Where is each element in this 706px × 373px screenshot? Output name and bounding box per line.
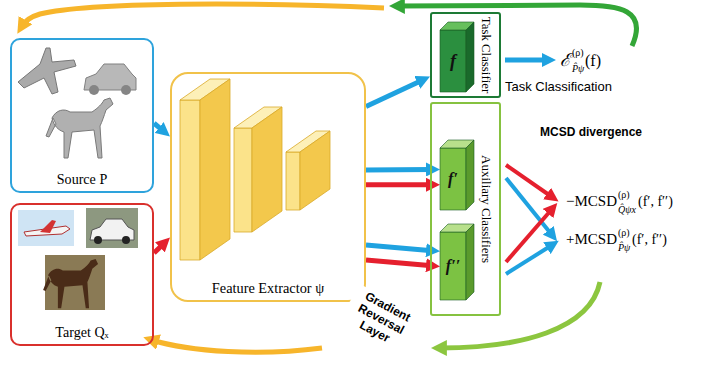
car-photo: [86, 208, 138, 248]
block-face: [466, 140, 474, 210]
layer-face: [180, 100, 200, 260]
gradient-arrow: [152, 340, 322, 352]
subscript: P̂ψ: [572, 63, 584, 75]
classifier-symbol: f′′: [440, 232, 466, 300]
divergence-term: +MCSD: [566, 231, 617, 248]
feature-extractor: Feature Extractor ψ: [170, 72, 366, 302]
divergence-term: −MCSD: [566, 193, 617, 210]
argument: (f): [585, 52, 601, 70]
gradient-arrow: [22, 4, 384, 26]
block-shape: [440, 22, 474, 92]
block-face: [466, 22, 474, 92]
node-title: Target Qₓ: [12, 324, 152, 341]
classifier-symbol: f′: [440, 148, 466, 210]
output-label: Task Classification: [505, 80, 612, 95]
layer-label: Gradient Reversal Layer: [339, 284, 423, 356]
task-classifier-box: f Task Classifier: [430, 12, 501, 98]
jet-model: [18, 48, 76, 94]
block-face: [440, 30, 466, 92]
layer-face: [286, 152, 300, 210]
flow-arrow: [154, 243, 164, 253]
layer-side: [300, 131, 330, 210]
divergence-arrow: [506, 178, 552, 235]
classifier-block: f: [440, 22, 474, 92]
auxiliary-box: f′ f′′ Auxiliary Classifiers: [430, 102, 501, 316]
plane-wing: [40, 220, 56, 233]
cnn-layers: [180, 79, 330, 260]
flow-arrow: [366, 182, 432, 187]
car-wheel: [121, 85, 131, 95]
target-panel: Target Qₓ: [10, 203, 154, 346]
divergence-arrow: [506, 209, 552, 262]
classifier-symbol: f: [440, 30, 466, 92]
node-title: Feature Extractor ψ: [172, 280, 364, 297]
car-wheel: [122, 236, 130, 244]
layer-side: [252, 107, 282, 232]
layer-face: [234, 128, 252, 232]
horse-figure: [43, 259, 98, 308]
classifier-block: f′: [440, 140, 474, 210]
layer-side: [200, 79, 230, 260]
node-title: Auxiliary Classifiers: [480, 155, 493, 263]
section-label: MCSD divergence: [540, 126, 642, 140]
superscript: (ρ): [618, 227, 630, 239]
divergence-arrow: [506, 165, 552, 197]
subscript: Q̂ψx: [618, 204, 636, 216]
subscript: P̂ψ: [618, 242, 630, 254]
horse-model: [46, 98, 113, 158]
divergence-arrow: [506, 245, 552, 274]
superscript: (ρ): [572, 47, 584, 59]
flow-arrow: [366, 260, 432, 266]
flow-arrow: [366, 245, 432, 251]
flow-arrow: [366, 167, 432, 173]
block-face: [466, 224, 474, 300]
argument: (f′, f′′): [638, 194, 673, 210]
flow-arrow: [154, 123, 164, 131]
plane-photo: [18, 210, 74, 246]
car-wheel: [94, 236, 102, 244]
loss-arrow: [505, 58, 548, 63]
loss-symbol: ℰ: [560, 50, 571, 71]
block-face: [440, 148, 466, 210]
source-panel: Source P: [10, 38, 154, 193]
superscript: (ρ): [618, 189, 630, 201]
car-wheel: [89, 85, 99, 95]
node-title: Task Classifier: [480, 17, 493, 93]
flow-arrow: [366, 80, 423, 107]
block-face: [440, 232, 466, 300]
node-title: Source P: [12, 171, 152, 188]
argument: (f′, f′′): [632, 232, 667, 248]
classifier-block: f′′: [440, 224, 474, 300]
